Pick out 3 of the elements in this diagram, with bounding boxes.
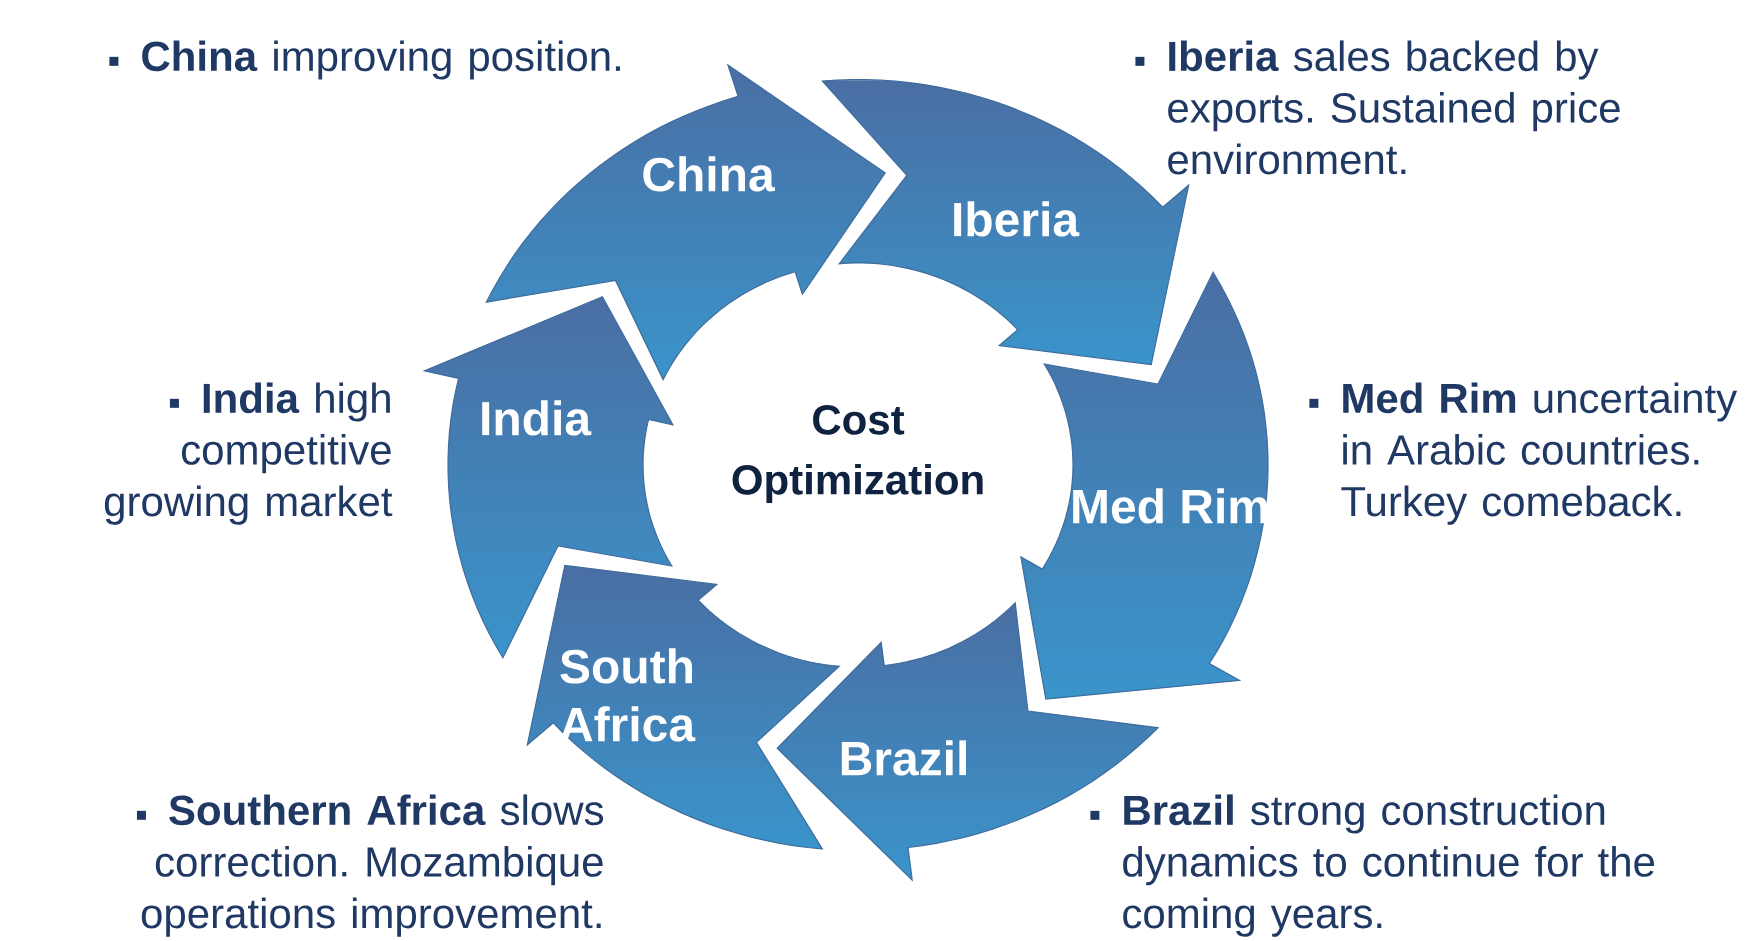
center-label: Cost Optimization [732,404,983,503]
bullet-note: Med Rim uncertainty in Arabic countries. Turkey comeback. [1309,382,1738,525]
bullet-note: India high competitive growing market [104,382,393,525]
